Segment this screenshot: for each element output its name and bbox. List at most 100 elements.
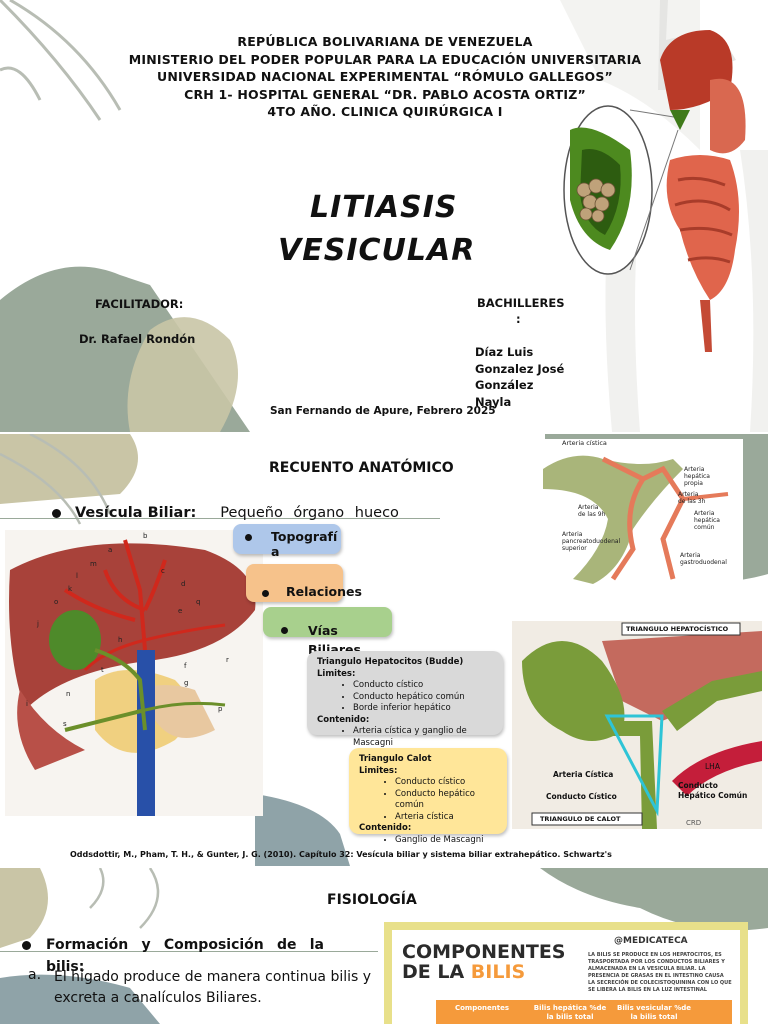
title-line-1: LITIASIS: [310, 190, 458, 225]
anatomy-letter: j: [37, 620, 39, 628]
section-heading: RECUENTO ANATÓMICO: [269, 460, 454, 476]
students-list: Díaz Luis Gonzalez José González Nayla: [475, 344, 564, 410]
anatomy-letter: f: [184, 662, 187, 670]
cystic-duct-label: Conducto Cístico: [546, 792, 617, 801]
physiology-slide: FISIOLOGÍA Formación y Composición de la…: [0, 868, 768, 1024]
infographic-title-2: DE LA BILIS: [402, 961, 526, 983]
item-a-text: El hígado produce de manera continua bil…: [54, 969, 372, 1006]
col-gallbladder-bile: Bilis vesicular %de la bilis total: [617, 1004, 691, 1021]
artery-label: Arteria pancreatoduodenal superior: [562, 531, 621, 552]
box-content-item: Arteria cística y ganglio de Mascagni: [353, 726, 493, 749]
box-title: Triangulo Calot: [359, 754, 432, 764]
cystic-artery-diagram: [533, 439, 743, 591]
digestive-organs-illustration: [563, 0, 746, 352]
artery-label: Arteria hepática común: [694, 510, 720, 531]
anatomy-letter: n: [66, 690, 71, 698]
place-date: San Fernando de Apure, Febrero 2025: [270, 405, 496, 417]
anatomy-letter: s: [63, 720, 67, 728]
topography-pill[interactable]: Topografí a: [233, 524, 341, 559]
anatomy-letter: h: [118, 636, 123, 644]
anatomy-letter: q: [196, 598, 201, 606]
box-title: Triangulo Hepatocitos (Budde): [317, 657, 464, 667]
box-limit-item: Borde inferior hepático: [353, 703, 493, 715]
header-line-2: MINISTERIO DEL PODER POPULAR PARA LA EDU…: [128, 52, 642, 67]
anatomy-letter: t: [101, 666, 104, 674]
pill-label: Topografí a: [271, 529, 338, 559]
anatomy-letter: k: [68, 585, 73, 593]
students-label: BACHILLERES: [477, 296, 565, 310]
box-limit-item: Conducto cístico: [395, 777, 497, 789]
col-hepatic-bile: Bilis hepática %de la bilis total: [533, 1004, 607, 1021]
anatomy-letter: r: [226, 656, 229, 664]
box-content-label: Contenido:: [359, 823, 412, 833]
slide3-background-shapes: [0, 868, 768, 1024]
artery-label: Arteria de las 3h: [678, 491, 706, 505]
liver-anatomy-illustration: [5, 530, 263, 816]
anatomy-letter: i: [26, 700, 28, 708]
infographic-handle: @MEDICATECA: [614, 936, 688, 946]
bullet-title: Formación y Composición de la bilis:: [46, 937, 324, 975]
box-limits-label: Limites:: [359, 765, 398, 776]
anatomy-letter: o: [54, 598, 59, 606]
facilitator-label: FACILITADOR:: [95, 297, 184, 311]
bile-formation-bullet: Formación y Composición de la bilis:: [22, 934, 324, 978]
gallbladder-bullet: Vesícula Biliar:Pequeño órgano hueco: [52, 505, 399, 521]
common-hepatic-duct-label: Conducto Hepático Común: [678, 781, 748, 800]
title-slide: REPÚBLICA BOLIVARIANA DE VENEZUELA MINIS…: [0, 0, 768, 432]
anatomy-letter: d: [181, 580, 186, 588]
anatomy-letter: c: [161, 567, 165, 575]
student-name: Díaz Luis: [475, 345, 534, 359]
section-heading: FISIOLOGÍA: [327, 892, 417, 908]
artery-label: Arteria gastroduodenal: [680, 552, 727, 566]
box-limit-item: Conducto hepático común: [353, 692, 493, 704]
anatomy-letter: e: [178, 607, 183, 615]
hepatocystic-triangle-diagram: [512, 621, 762, 829]
infographic-description: LA BILIS SE PRODUCE EN LOS HEPATOCITOS, …: [588, 952, 732, 993]
anatomy-letter: g: [184, 679, 189, 687]
artery-label: Arteria hepática propia: [684, 466, 710, 487]
student-name: González: [475, 378, 534, 392]
box-content-item: Ganglio de Mascagni: [395, 835, 497, 847]
box-limit-item: Arteria cística: [395, 812, 497, 824]
gallbladder-term: Vesícula Biliar:: [75, 505, 197, 521]
infographic-title-1: COMPONENTES: [402, 941, 566, 963]
triangle-bottom-label: TRIANGULO DE CALOT: [540, 815, 621, 823]
box-limit-item: Conducto cístico: [353, 680, 493, 692]
student-name: Nayla: [475, 394, 512, 409]
relations-pill[interactable]: Relaciones: [246, 564, 362, 602]
pill-label: Relaciones: [286, 584, 362, 599]
col-components: Componentes: [454, 1004, 510, 1012]
gallstones: [576, 178, 616, 223]
slide1-background-shapes: [0, 0, 768, 432]
triangle-top-label: TRIANGULO HEPATOCÍSTICO: [626, 625, 729, 633]
item-marker: a.: [28, 967, 42, 983]
cystic-artery-label: Arteria Cística: [553, 770, 614, 779]
anatomy-slide: RECUENTO ANATÓMICO Vesícula Biliar:Peque…: [0, 434, 768, 866]
anatomy-letter: p: [218, 705, 223, 713]
box-limit-item: Conducto hepático común: [395, 789, 497, 812]
anatomy-letter: b: [143, 532, 148, 540]
title-line-2: VESICULAR: [278, 233, 476, 268]
student-name: Gonzalez José: [475, 361, 565, 376]
box-limits-label: Limites:: [317, 668, 356, 679]
facilitator-name: Dr. Rafael Rondón: [79, 332, 196, 346]
artery-label: Arteria de las 9h: [578, 504, 606, 518]
calot-triangle-box: Triangulo Calot Limites: Conducto cístic…: [349, 748, 507, 845]
header-line-5: 4TO AÑO. CLINICA QUIRÚRGICA I: [267, 104, 503, 119]
anatomy-letter: l: [76, 572, 78, 580]
box-content-label: Contenido:: [317, 714, 370, 725]
header-line-3: UNIVERSIDAD NACIONAL EXPERIMENTAL “RÓMUL…: [157, 69, 613, 84]
biliary-ducts-pill[interactable]: Vías Biliares: [263, 607, 392, 657]
bile-components-infographic: COMPONENTES DE LA BILIS @MEDICATECA LA B…: [384, 922, 748, 1024]
students-label-colon: :: [516, 312, 521, 326]
crd-label: CRD: [686, 819, 702, 827]
anatomy-letter: a: [108, 546, 113, 554]
infographic-table-header: Componentes Bilis hepática %de la bilis …: [436, 1000, 732, 1024]
lha-label: LHA: [705, 762, 720, 771]
header-line-1: REPÚBLICA BOLIVARIANA DE VENEZUELA: [237, 34, 533, 49]
artery-label: Arteria cística: [562, 439, 607, 447]
citation: Oddsdottir, M., Pham, T. H., & Gunter, J…: [70, 850, 612, 859]
header-line-4: CRH 1- HOSPITAL GENERAL “DR. PABLO ACOST…: [184, 87, 586, 102]
anatomy-letter: m: [90, 560, 97, 568]
budde-triangle-box: Triangulo Hepatocitos (Budde) Limites: C…: [307, 651, 503, 748]
